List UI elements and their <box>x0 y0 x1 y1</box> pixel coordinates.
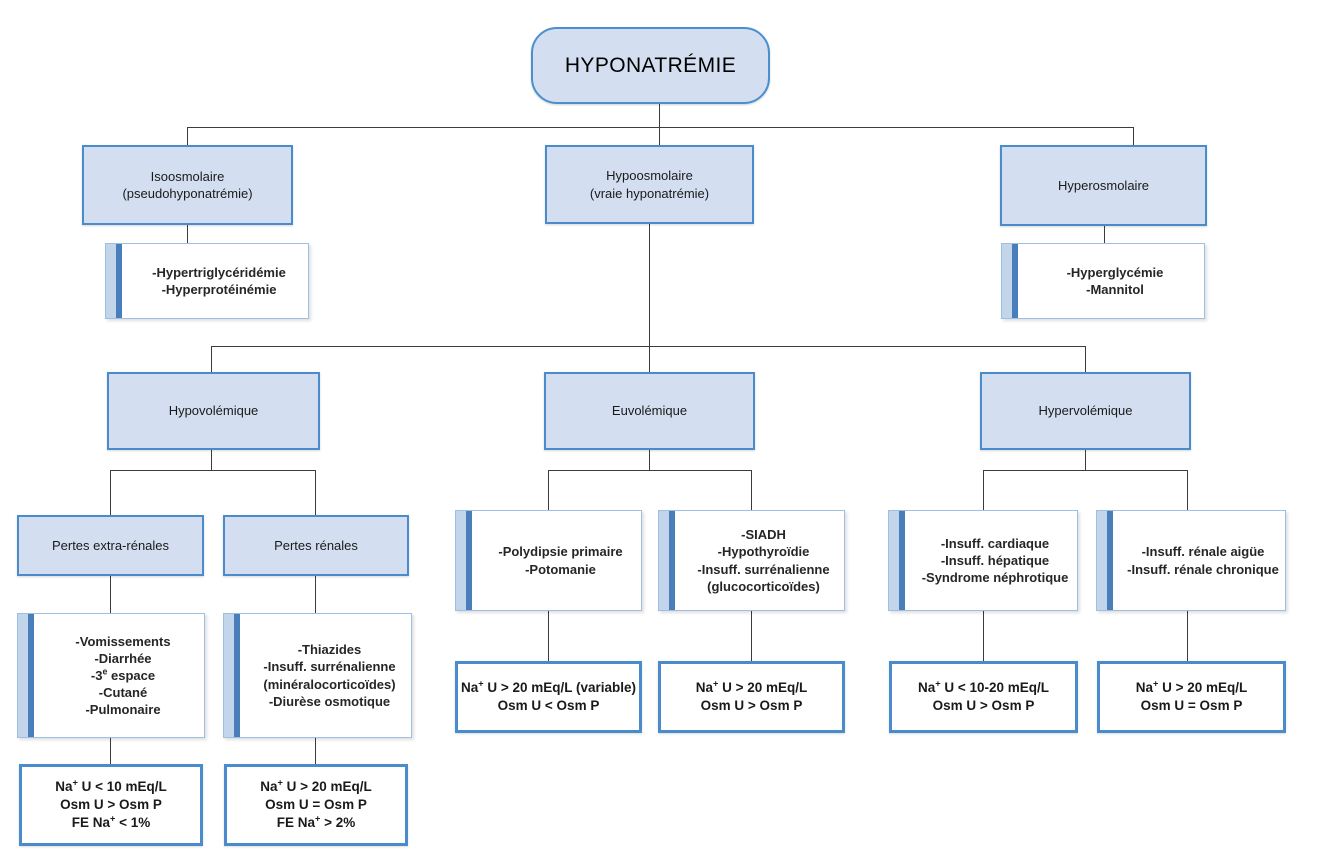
accent-bar-light-icon <box>889 511 899 610</box>
node-renal-causes-text: -Thiazides-Insuff. surrénalienne(minéral… <box>263 642 396 709</box>
connector-drop-isoosmolar <box>187 127 188 146</box>
node-euvolemic-left-causes-text: -Polydipsie primaire-Potomanie <box>498 544 623 577</box>
node-hyperosmolar-label: Hyperosmolaire <box>1057 177 1150 193</box>
connector-hypervolemic-right-labs <box>1187 611 1188 661</box>
accent-bar-dark-icon <box>234 614 240 737</box>
node-hyperosmolar[interactable]: Hyperosmolaire <box>1000 145 1207 226</box>
connector-euvolemic-stem <box>649 450 650 470</box>
node-hyponatremia-root[interactable]: HYPONATRÉMIE <box>531 27 770 104</box>
node-euvolemic-right-causes-text: -SIADH-Hypothyroïdie-Insuff. surrénalien… <box>697 527 830 594</box>
node-extrarenal-causes[interactable]: -Vomissements-Diarrhée-3e espace-Cutané-… <box>17 613 205 738</box>
node-hypovolemic[interactable]: Hypovolémique <box>107 372 320 450</box>
accent-bar-dark-icon <box>466 511 472 610</box>
connector-drop-hypoosmolar <box>659 127 660 146</box>
node-hypovolemic-label: Hypovolémique <box>168 403 259 419</box>
connector-drop-hypervolemic-right <box>1187 470 1188 510</box>
node-hypervolemic-right-causes-text: -Insuff. rénale aigüe-Insuff. rénale chr… <box>1127 544 1279 577</box>
connector-root-stem <box>659 103 660 127</box>
accent-bar-light-icon <box>456 511 466 610</box>
connector-drop-hyperosmolar <box>1133 127 1134 146</box>
accent-bar-light-icon <box>106 244 116 318</box>
connector-extrarenal-causes <box>110 576 111 613</box>
node-euvolemic-left-causes[interactable]: -Polydipsie primaire-Potomanie <box>455 510 642 611</box>
connector-hypovolemic-bus <box>110 470 315 471</box>
connector-hyperosmolar-causes <box>1104 226 1105 244</box>
connector-extrarenal-labs <box>110 738 111 764</box>
connector-renal-causes <box>315 576 316 613</box>
connector-isoosmolar-causes <box>187 224 188 244</box>
node-hypervolemic-label: Hypervolémique <box>1038 403 1133 419</box>
connector-level2-bus <box>211 346 1085 347</box>
node-hyponatremia-root-label: HYPONATRÉMIE <box>564 53 737 77</box>
connector-drop-euvolemic <box>649 346 650 372</box>
node-euvolemic-label: Euvolémique <box>611 403 688 419</box>
accent-bar-dark-icon <box>1012 244 1018 318</box>
node-pertes-extra-renales[interactable]: Pertes extra-rénales <box>17 515 204 576</box>
node-hypervolemic-left-causes-text: -Insuff. cardiaque-Insuff. hépatique-Syn… <box>921 535 1069 586</box>
connector-drop-hypervolemic <box>1085 346 1086 372</box>
node-euvolemic[interactable]: Euvolémique <box>544 372 755 450</box>
accent-bar-light-icon <box>659 511 669 610</box>
node-hyperosmolar-causes-text: -Hyperglycémie-Mannitol <box>1066 264 1164 297</box>
accent-bar-light-icon <box>224 614 234 737</box>
node-pertes-renales[interactable]: Pertes rénales <box>223 515 409 576</box>
node-euvolemic-left-labs-text: Na+ U > 20 mEq/L (variable)Osm U < Osm P <box>460 678 637 713</box>
connector-hypervolemic-stem <box>1085 450 1086 470</box>
connector-euvolemic-left-labs <box>548 611 549 661</box>
node-hypoosmolar[interactable]: Hypoosmolaire(vraie hyponatrémie) <box>545 145 754 224</box>
node-renal-causes[interactable]: -Thiazides-Insuff. surrénalienne(minéral… <box>223 613 412 738</box>
accent-bar-dark-icon <box>669 511 675 610</box>
node-isoosmolar-causes-text: -Hypertriglycéridémie-Hyperprotéinémie <box>152 264 286 297</box>
connector-drop-hypovolemic <box>211 346 212 372</box>
node-extrarenal-causes-text: -Vomissements-Diarrhée-3e espace-Cutané-… <box>75 633 171 718</box>
connector-hypervolemic-bus <box>983 470 1187 471</box>
node-hypervolemic-right-causes[interactable]: -Insuff. rénale aigüe-Insuff. rénale chr… <box>1096 510 1286 611</box>
accent-bar-light-icon <box>18 614 28 737</box>
accent-bar-light-icon <box>1097 511 1107 610</box>
node-hyperosmolar-causes[interactable]: -Hyperglycémie-Mannitol <box>1001 243 1205 319</box>
connector-drop-euvolemic-right <box>751 470 752 510</box>
accent-bar-light-icon <box>1002 244 1012 318</box>
accent-bar-dark-icon <box>116 244 122 318</box>
connector-renal-labs <box>315 738 316 764</box>
node-isoosmolar-causes[interactable]: -Hypertriglycéridémie-Hyperprotéinémie <box>105 243 309 319</box>
connector-euvolemic-right-labs <box>751 611 752 661</box>
connector-drop-euvolemic-left <box>548 470 549 510</box>
node-hypervolemic-left-causes[interactable]: -Insuff. cardiaque-Insuff. hépatique-Syn… <box>888 510 1078 611</box>
connector-hypoosmolar-stem <box>649 224 650 346</box>
node-euvolemic-left-labs[interactable]: Na+ U > 20 mEq/L (variable)Osm U < Osm P <box>455 661 642 733</box>
connector-drop-hypervolemic-left <box>983 470 984 510</box>
connector-level1-bus <box>187 127 1134 128</box>
connector-hypovolemic-stem <box>211 450 212 470</box>
node-hypervolemic[interactable]: Hypervolémique <box>980 372 1191 450</box>
node-isoosmolar[interactable]: Isoosmolaire(pseudohyponatrémie) <box>82 145 293 225</box>
accent-bar-dark-icon <box>899 511 905 610</box>
node-hypoosmolar-label: Hypoosmolaire(vraie hyponatrémie) <box>589 168 710 201</box>
node-euvolemic-right-causes[interactable]: -SIADH-Hypothyroïdie-Insuff. surrénalien… <box>658 510 845 611</box>
connector-hypervolemic-left-labs <box>983 611 984 661</box>
connector-euvolemic-bus <box>548 470 751 471</box>
connector-drop-renal <box>315 470 316 515</box>
accent-bar-dark-icon <box>1107 511 1113 610</box>
connector-drop-extrarenal <box>110 470 111 515</box>
node-pertes-renales-label: Pertes rénales <box>274 537 358 553</box>
node-isoosmolar-label: Isoosmolaire(pseudohyponatrémie) <box>122 168 253 201</box>
node-pertes-extra-renales-label: Pertes extra-rénales <box>51 537 170 553</box>
accent-bar-dark-icon <box>28 614 34 737</box>
